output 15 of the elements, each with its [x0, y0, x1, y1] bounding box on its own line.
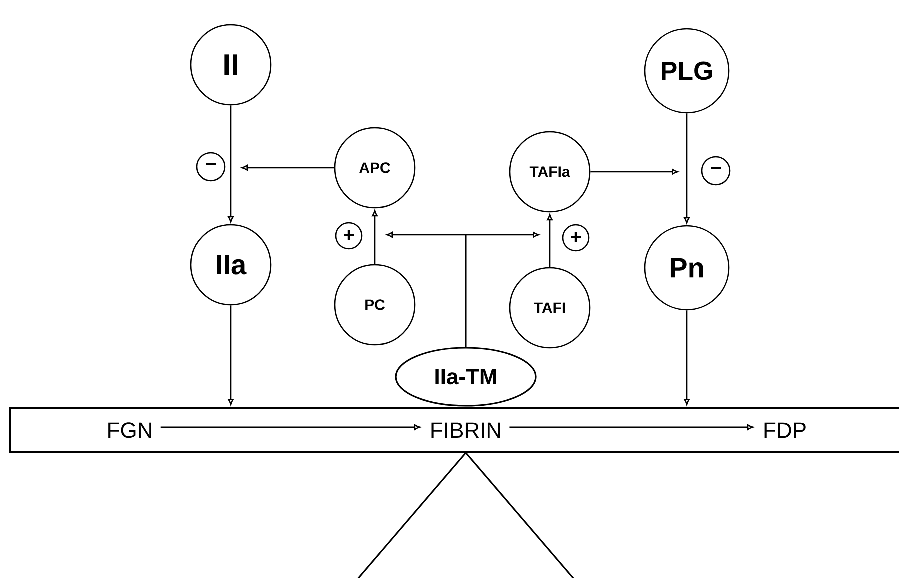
stage-label: FGN — [108, 422, 152, 438]
arrow — [590, 169, 678, 175]
stage-label: FIBRIN — [432, 422, 500, 438]
arrow — [160, 424, 421, 430]
arrow — [547, 214, 553, 268]
arrow — [684, 114, 690, 224]
arrow — [465, 232, 540, 348]
arrow — [510, 424, 754, 430]
arrow — [228, 306, 234, 406]
arrow — [228, 106, 234, 223]
beam-bar — [9, 407, 899, 453]
stage-label: FDP — [764, 422, 806, 438]
arrow — [372, 210, 378, 264]
arrow — [684, 310, 690, 406]
arrow — [242, 165, 334, 171]
